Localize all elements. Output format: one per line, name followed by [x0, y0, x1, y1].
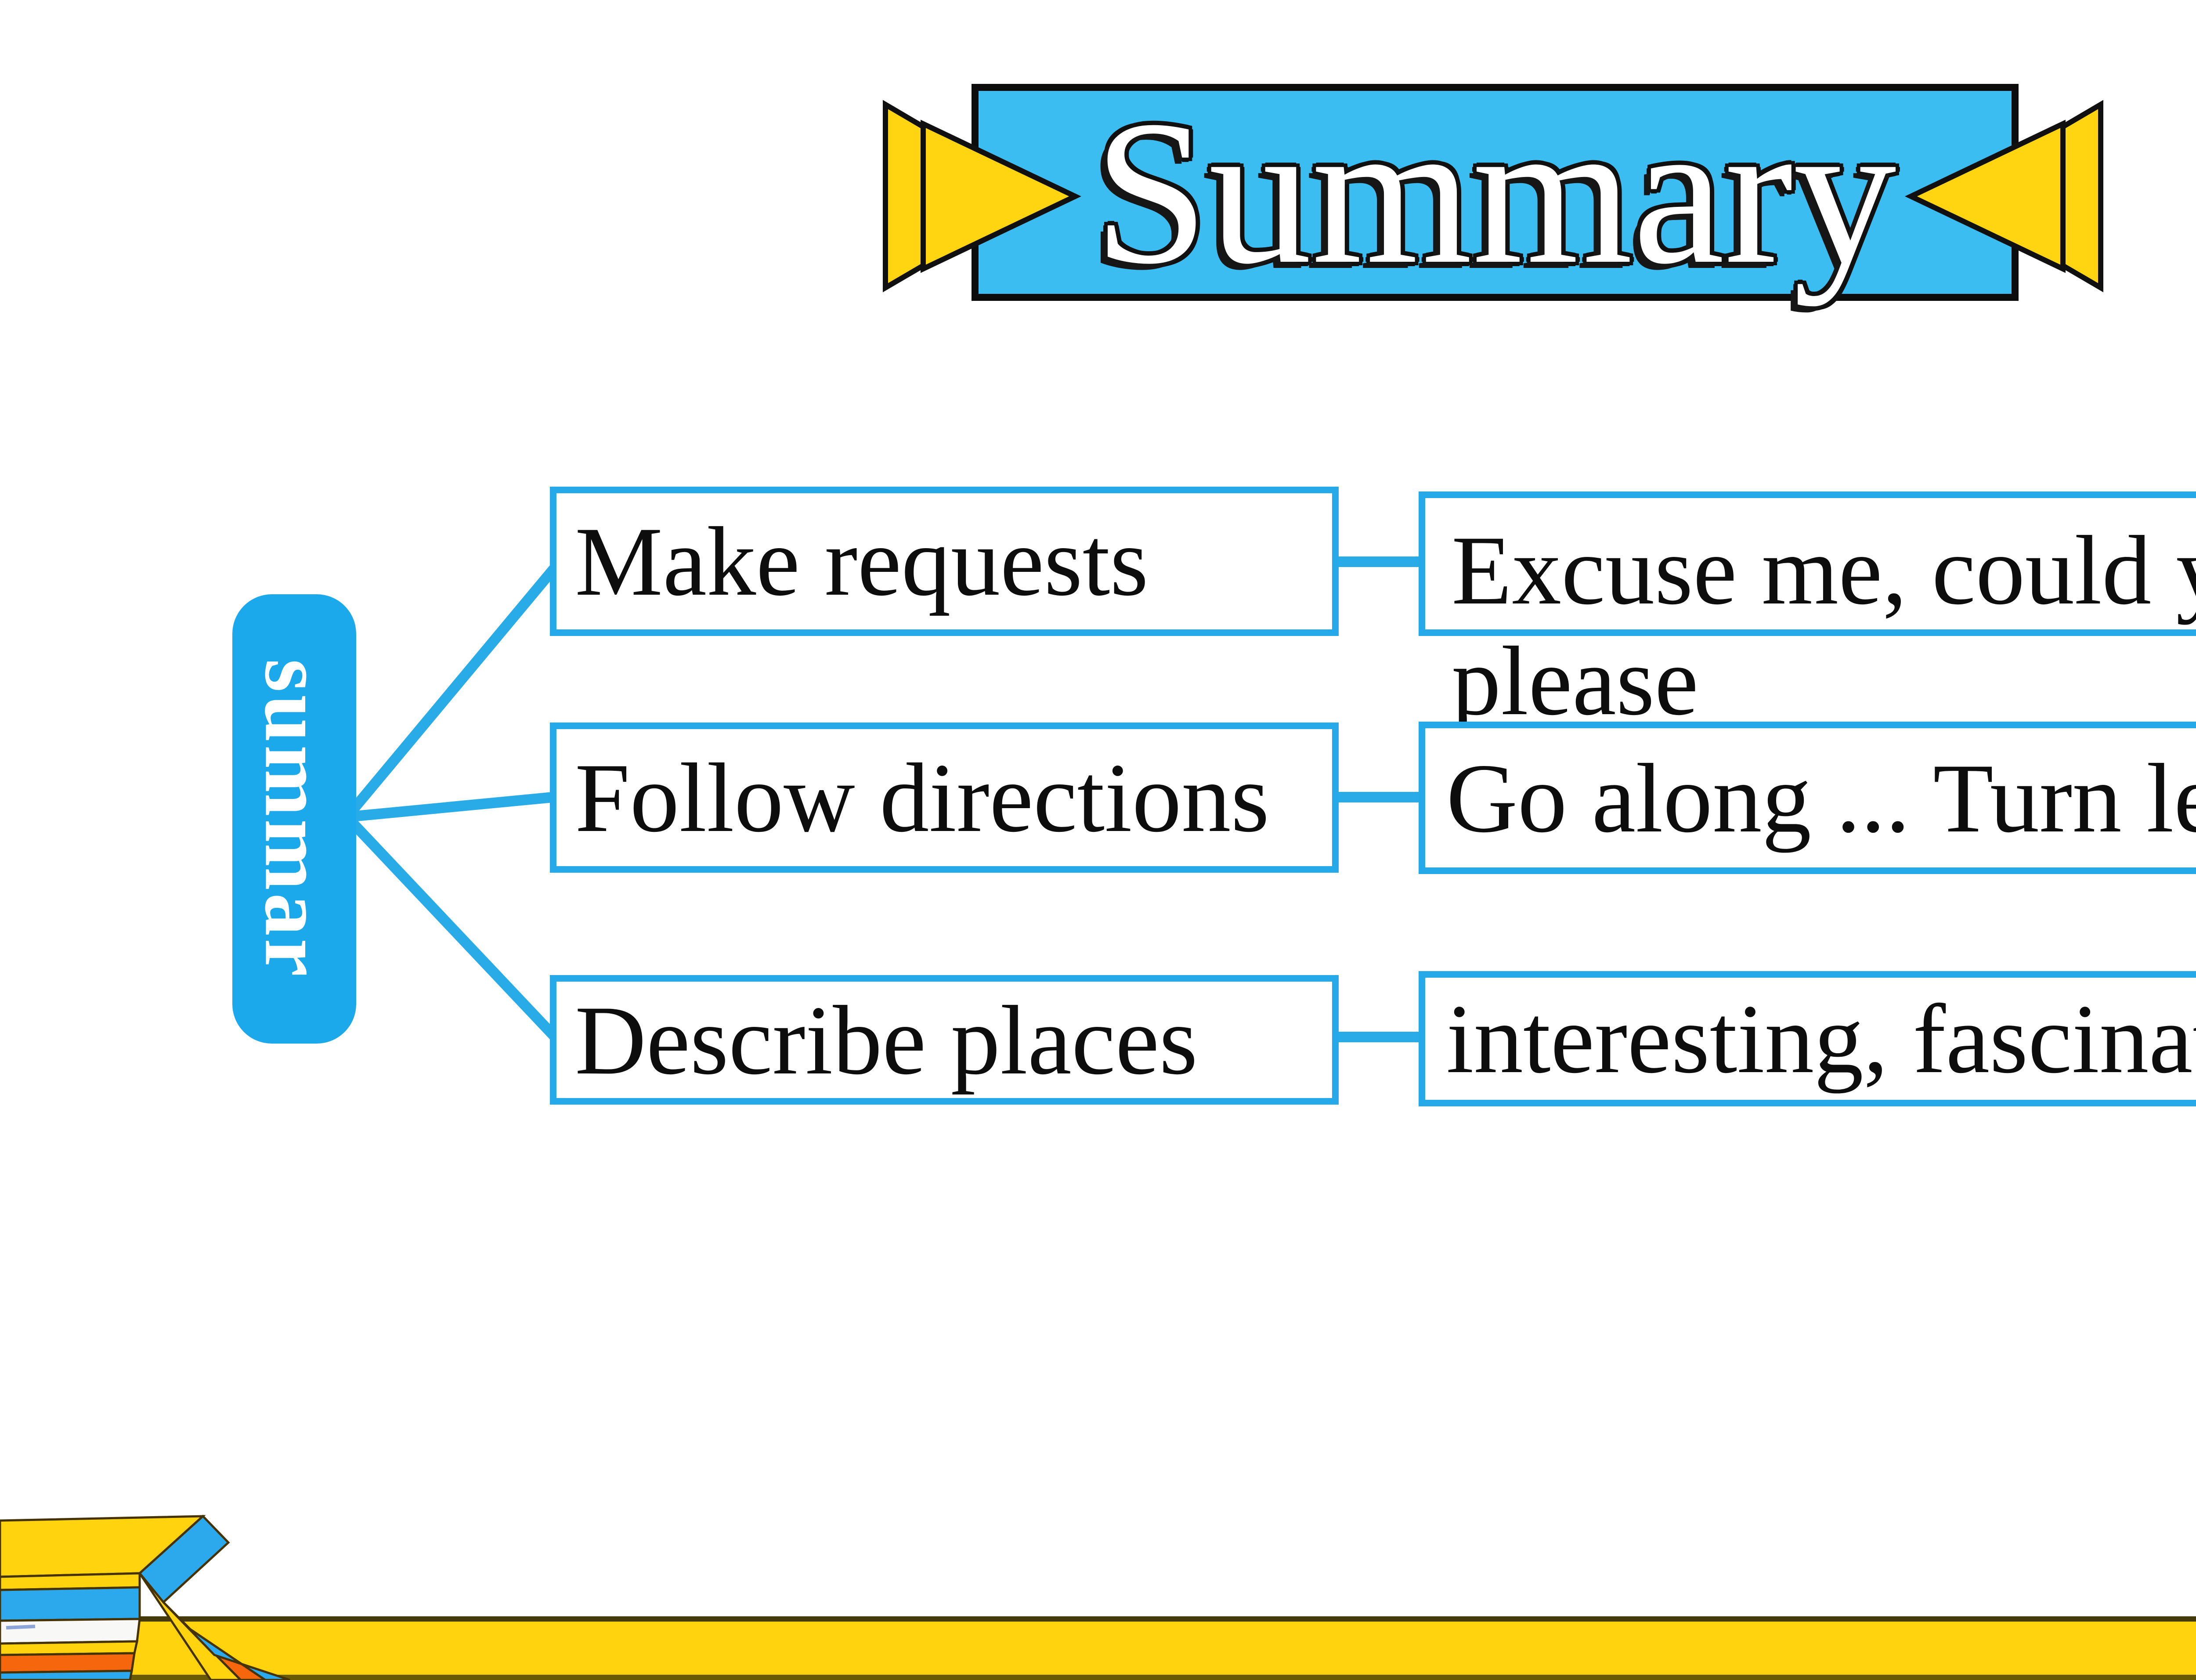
example-line-2-overflow: please: [1452, 626, 1699, 736]
slide-title: Summary: [1094, 78, 1896, 307]
book-stack: [0, 1514, 290, 1680]
skill-box-describe-places: Describe places: [550, 975, 1339, 1105]
stub-line-3: [1326, 1032, 1432, 1042]
root-branch-lines: [343, 560, 562, 1044]
skill-box-label: Describe places: [575, 985, 1198, 1095]
example-box-places: interesting, fascinating ...: [1419, 971, 2196, 1106]
book-front-blue-bottom: [0, 1669, 134, 1680]
branch-line-2: [346, 791, 559, 822]
example-line-1: interesting, fascinating ...: [1446, 984, 2196, 1094]
banner-arrow-left-front-icon: [921, 119, 1081, 273]
skill-box-label: Follow directions: [575, 743, 1270, 853]
stub-line-1: [1326, 556, 1432, 567]
stub-line-2: [1326, 792, 1432, 802]
book-edge-blue-diagonal: [187, 1626, 290, 1680]
example-line-1: Excuse me, could you: [1452, 515, 2196, 625]
book-edge-yellow-diagonal: [138, 1572, 242, 1680]
branch-line-3: [343, 813, 562, 1044]
branch-line-1: [343, 560, 562, 820]
mindmap-root-node: summar: [232, 594, 356, 1044]
example-box-requests: Excuse me, could you please: [1419, 491, 2196, 736]
banner-plate: [972, 84, 2019, 301]
skill-box-follow-directions: Follow directions: [550, 723, 1339, 873]
footer-bar: [0, 1616, 2196, 1680]
row-connector-stubs: [1326, 556, 1432, 1042]
example-line-1: Go along ... Turn left ...: [1446, 743, 2196, 853]
banner-arrow-right-front-icon: [1905, 119, 2066, 273]
example-box-directions: Go along ... Turn left ...: [1419, 722, 2196, 874]
example-text: Excuse me, could you please: [1452, 515, 2196, 736]
root-node-label: summar: [247, 658, 342, 979]
footer-bar-edge: [0, 1675, 2196, 1680]
skill-box-label: Make requests: [575, 506, 1149, 616]
skill-box-make-requests: Make requests: [550, 487, 1339, 636]
book-page-text-line: [6, 1625, 36, 1629]
